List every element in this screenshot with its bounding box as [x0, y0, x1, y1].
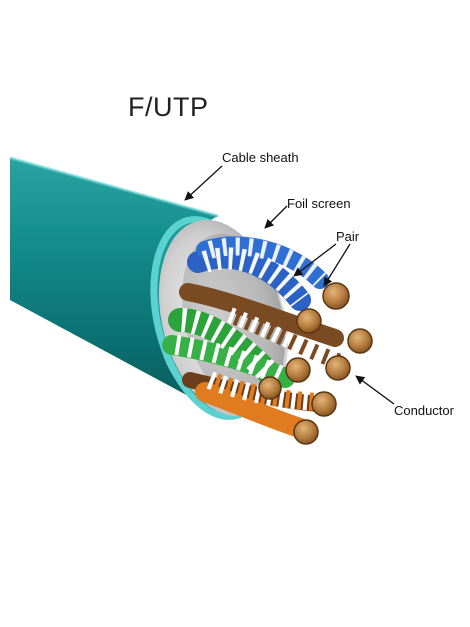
- blue-pair: [187, 236, 329, 311]
- arrow-cable-sheath: [184, 165, 223, 201]
- orange-pair: [195, 371, 319, 438]
- conductor-end: [347, 328, 373, 354]
- conductor-end: [325, 355, 351, 381]
- leader-arrows: [184, 165, 395, 405]
- arrow-pair-2: [323, 243, 351, 287]
- twisted-pairs: [162, 236, 344, 438]
- conductor-end: [285, 357, 311, 383]
- arrow-conductor: [355, 375, 395, 405]
- conductor-end: [258, 376, 282, 400]
- label-cable-sheath: Cable sheath: [222, 150, 299, 165]
- label-pair: Pair: [336, 229, 360, 244]
- conductors: [258, 282, 373, 445]
- label-conductor: Conductor: [394, 403, 454, 418]
- conductor-end: [296, 308, 322, 334]
- arrow-pair-1: [293, 243, 337, 277]
- label-foil-screen: Foil screen: [287, 196, 351, 211]
- conductor-end: [311, 391, 337, 417]
- diagram-title: F/UTP: [128, 92, 209, 122]
- green-pair: [162, 308, 295, 388]
- conductor-end: [322, 282, 350, 310]
- conductor-end: [293, 419, 319, 445]
- arrow-foil-screen: [264, 205, 288, 229]
